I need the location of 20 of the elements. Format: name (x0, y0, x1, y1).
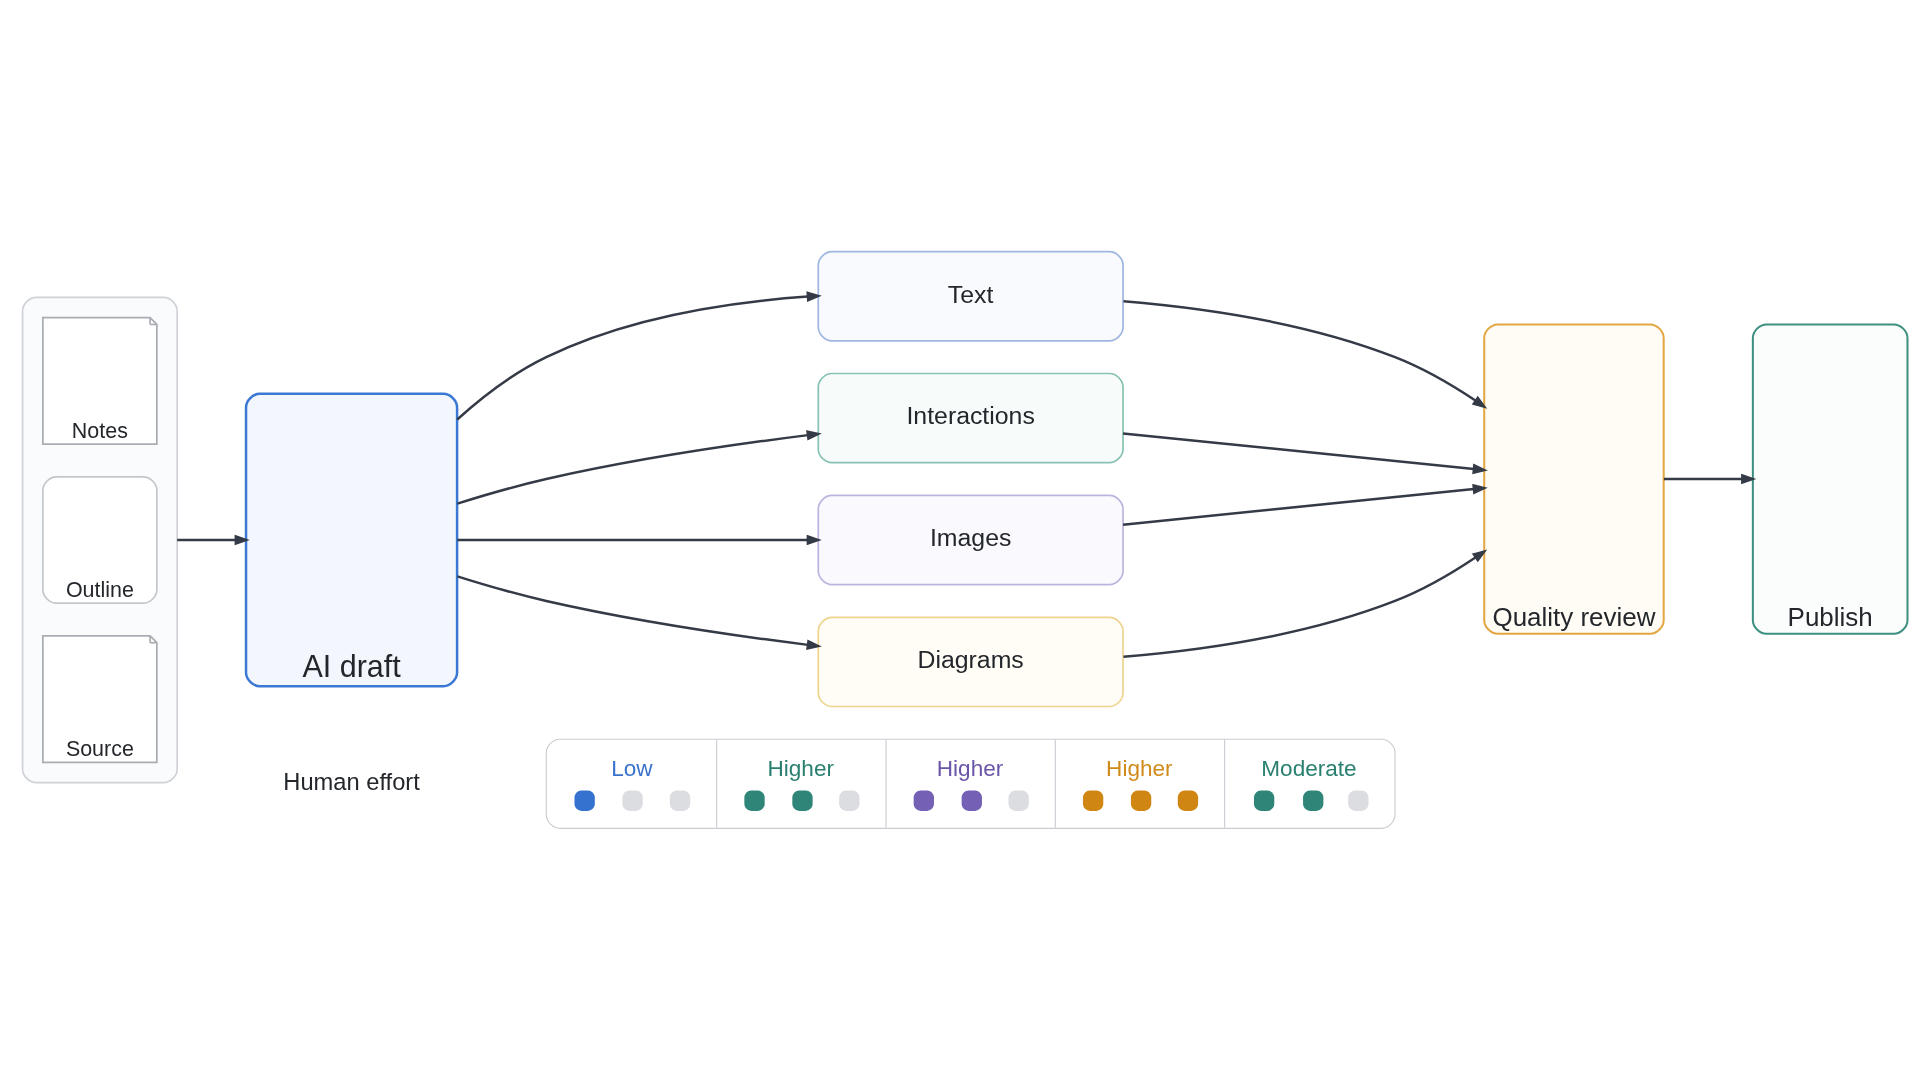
arrow (1122, 432, 1488, 475)
arrow (456, 575, 822, 650)
node-box: AI draft (244, 392, 458, 688)
arrow (456, 430, 822, 505)
node-box: Diagrams (816, 616, 1124, 708)
arrow (176, 534, 250, 546)
arrow (1122, 549, 1487, 659)
node-box: Images (816, 494, 1124, 586)
cluster (21, 296, 178, 784)
arrow (1122, 483, 1488, 526)
node-box: Publish (1751, 323, 1908, 635)
node-box: Text (816, 250, 1124, 342)
node-box: Outline (41, 475, 158, 605)
arrow (455, 291, 822, 421)
node-box: Quality review (1482, 323, 1665, 635)
arrow (1663, 473, 1756, 485)
arrow (456, 534, 822, 546)
label: Human effort (282, 768, 420, 795)
node-box: Interactions (816, 372, 1124, 464)
arrow (1122, 300, 1487, 409)
